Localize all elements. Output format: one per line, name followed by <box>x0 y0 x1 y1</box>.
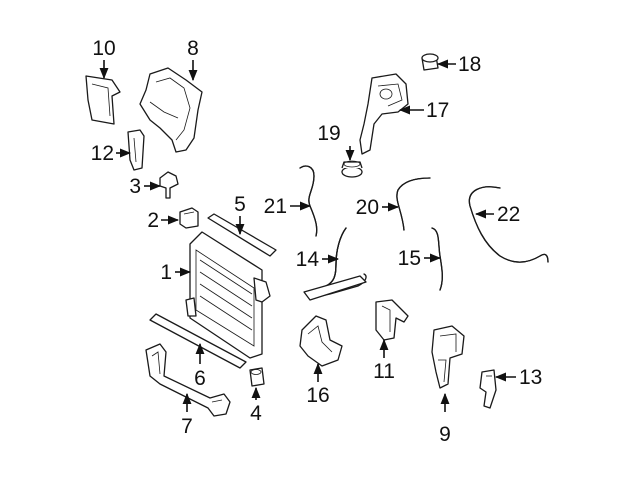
callout-9: 9 <box>439 423 451 446</box>
part-14-hose <box>303 227 367 301</box>
part-20-hose <box>396 177 431 231</box>
callout-10: 10 <box>92 37 115 60</box>
callout-19: 19 <box>317 122 340 145</box>
part-1-radiator <box>185 231 271 359</box>
part-21-hose <box>299 165 318 237</box>
part-11-bracket <box>375 299 409 341</box>
part-22-hose <box>468 186 549 263</box>
callout-labels: 10 8 12 3 2 5 1 6 7 4 18 17 19 21 20 22 … <box>91 37 543 446</box>
part-12-bracket <box>127 129 145 171</box>
callout-13: 13 <box>519 366 542 389</box>
part-18-reservoir-cap <box>421 53 439 71</box>
part-8-fan-shroud-panel <box>139 67 203 153</box>
part-17-coolant-reservoir <box>359 73 409 155</box>
callout-22: 22 <box>497 203 520 226</box>
callout-16: 16 <box>306 384 329 407</box>
callout-15: 15 <box>398 247 421 270</box>
part-6-lower-seal <box>149 313 247 369</box>
part-10-air-deflector <box>85 75 121 125</box>
callout-21: 21 <box>264 195 287 218</box>
part-3-clip <box>159 171 179 199</box>
part-19-grommet <box>341 160 363 178</box>
part-16-shield <box>299 315 343 367</box>
part-7-lower-bracket <box>145 343 231 417</box>
callout-3: 3 <box>129 175 141 198</box>
callout-4: 4 <box>250 402 262 425</box>
callout-1: 1 <box>160 261 172 284</box>
callout-6: 6 <box>194 367 206 390</box>
part-4-mount <box>249 367 265 387</box>
leader-lines <box>99 59 516 412</box>
part-13-clip-bracket <box>479 369 497 409</box>
callout-5: 5 <box>234 193 246 216</box>
part-15-hose <box>431 227 443 291</box>
callout-20: 20 <box>356 196 379 219</box>
callout-12: 12 <box>91 142 114 165</box>
callout-2: 2 <box>147 209 159 232</box>
callout-7: 7 <box>181 415 193 438</box>
callout-11: 11 <box>373 360 395 383</box>
part-2-isolator <box>179 207 199 229</box>
callout-17: 17 <box>426 99 449 122</box>
callout-18: 18 <box>458 53 481 76</box>
callout-8: 8 <box>187 37 199 60</box>
callout-14: 14 <box>296 248 320 271</box>
part-9-component <box>431 325 465 389</box>
